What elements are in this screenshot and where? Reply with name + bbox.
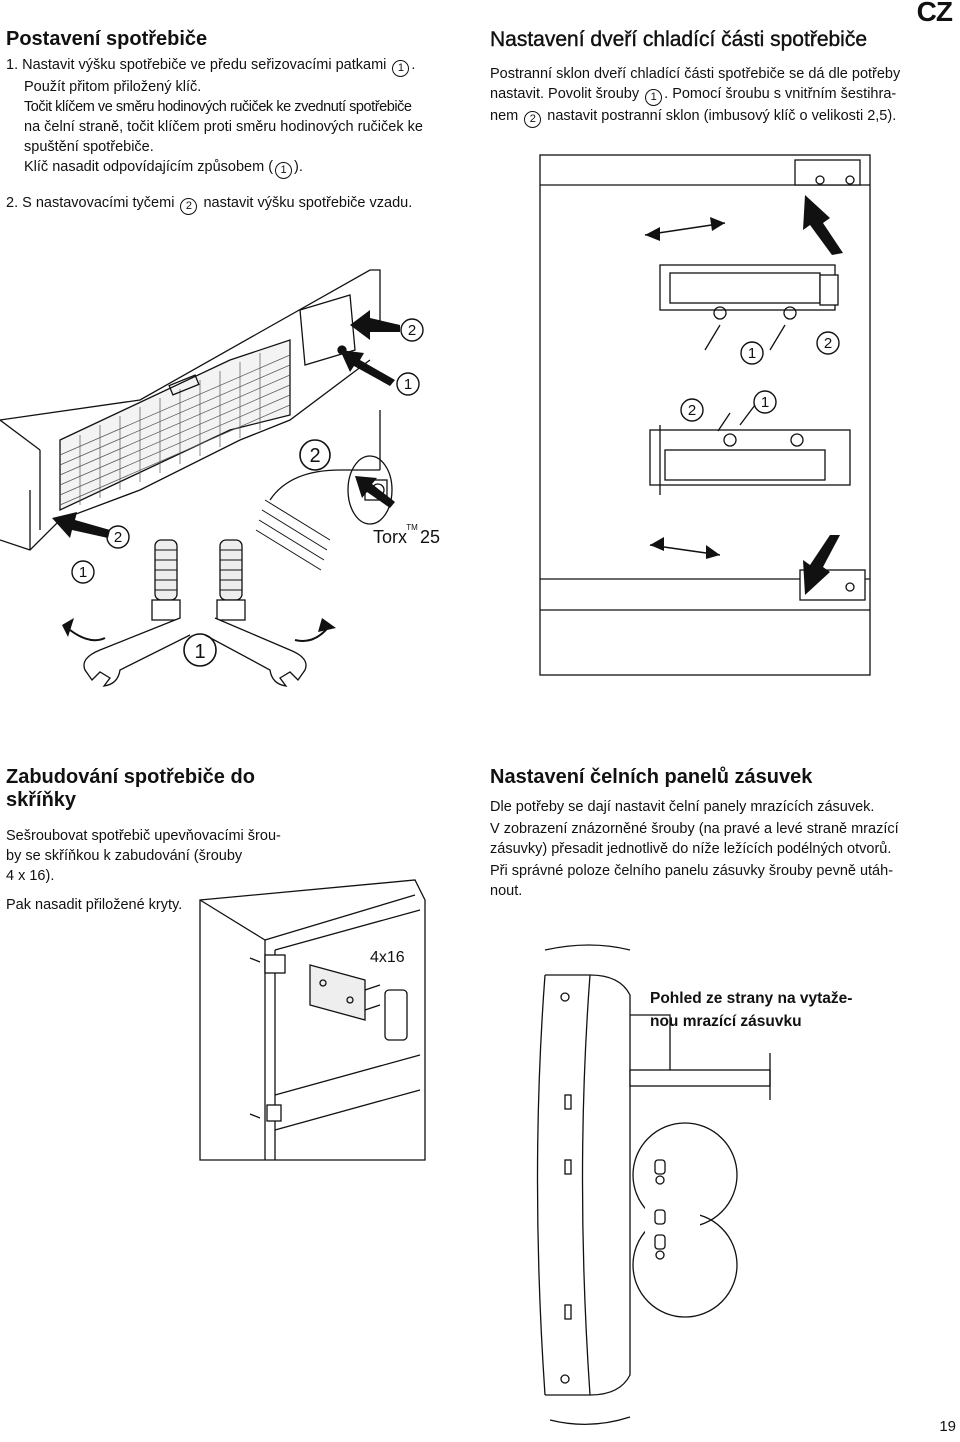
language-badge: CZ (916, 0, 953, 27)
text-line: Dle potřeby se dají nastavit čelní panel… (490, 799, 875, 815)
marker-2: 2 (824, 335, 832, 352)
figure-feet-adjustment: 2 1 2 1 2 1 Torx TM 25 (0, 269, 440, 687)
section-drawer-panels: Nastavení čelních panelů zásuvek Dle pot… (490, 766, 940, 901)
text-line: nastavit postranní sklon (imbusový klíč … (547, 108, 897, 124)
text-line: 1. Nastavit výšku spotřebiče ve předu se… (6, 57, 387, 73)
text-line: zásuvky) přesadit jednotlivě do níže lež… (490, 841, 892, 857)
screws-label: 4x16 (370, 949, 405, 966)
text-line: . Pomocí šroubu s vnitřním šestihra- (664, 86, 897, 102)
marker-1: 1 (194, 641, 205, 663)
marker-1: 1 (79, 564, 87, 581)
text-line: 4 x 16). (6, 868, 55, 884)
section-built-in: Zabudování spotřebiče do skříňky Sešroub… (6, 766, 306, 915)
section-title: Zabudování spotřebiče do skříňky (6, 766, 255, 811)
text-line: nout. (490, 883, 523, 899)
section-title: Postavení spotřebiče (6, 28, 208, 50)
marker-2: 2 (688, 402, 696, 419)
text-line: Při správné poloze čelního panelu zásuvk… (490, 863, 894, 879)
marker-1: 1 (645, 89, 663, 106)
marker-1: 1 (761, 394, 769, 411)
text-line: Točit klíčem ve směru hodinových ručiček… (24, 99, 412, 115)
marker-2: 2 (309, 445, 320, 467)
marker-1: 1 (392, 60, 410, 77)
text-line: by se skříňkou k zabudování (šrouby (6, 848, 243, 864)
text-line: na čelní straně, točit klíčem proti směr… (24, 119, 423, 135)
page-number: 19 (939, 1418, 956, 1435)
figure-door-hinge: 1 2 2 1 (539, 154, 871, 676)
side-view-label: nou mrazící zásuvku (650, 1013, 802, 1030)
section-door-adjustment: Nastavení dveří chladící části spotřebič… (490, 28, 940, 128)
text-line: ). (294, 159, 303, 175)
section-title: Nastavení dveří chladící části spotřebič… (490, 28, 868, 51)
marker-2: 2 (180, 198, 198, 215)
text-line: nastavit. Povolit šrouby (490, 86, 640, 102)
figure-cabinet-mounting: 4x16 (199, 879, 426, 1161)
marker-2: 2 (408, 322, 416, 339)
section-appliance-placement: Postavení spotřebiče 1. Nastavit výšku s… (6, 28, 476, 215)
marker-2: 2 (114, 529, 122, 546)
text-line: . (411, 57, 416, 73)
marker-1: 1 (275, 162, 293, 179)
marker-1: 1 (404, 376, 412, 393)
marker-1: 1 (748, 345, 756, 362)
text-line: Postranní sklon dveří chladící části spo… (490, 66, 901, 82)
figure-drawer-side: Pohled ze strany na vytaže- nou mrazící … (536, 944, 852, 1425)
text-line: Pak nasadit přiložené kryty. (6, 897, 183, 913)
side-view-label: Pohled ze strany na vytaže- (650, 990, 852, 1007)
torx-label: Torx (373, 527, 407, 547)
text-line: V zobrazení znázorněné šrouby (na pravé … (490, 821, 899, 837)
torx-tm: TM (406, 523, 418, 532)
torx-size: 25 (420, 527, 440, 547)
text-line: Použít přitom přiložený klíč. (24, 79, 202, 95)
text-line: Sešroubovat spotřebič upevňovacími šrou- (6, 828, 281, 844)
marker-2: 2 (524, 111, 542, 128)
text-line: nem (490, 108, 519, 124)
text-line: 2. S nastavovacími tyčemi (6, 195, 175, 211)
section-title: Nastavení čelních panelů zásuvek (490, 766, 813, 788)
text-line: spuštění spotřebiče. (24, 139, 154, 155)
text-line: nastavit výšku spotřebiče vzadu. (203, 195, 413, 211)
text-line: Klíč nasadit odpovídajícím způsobem ( (24, 159, 274, 175)
